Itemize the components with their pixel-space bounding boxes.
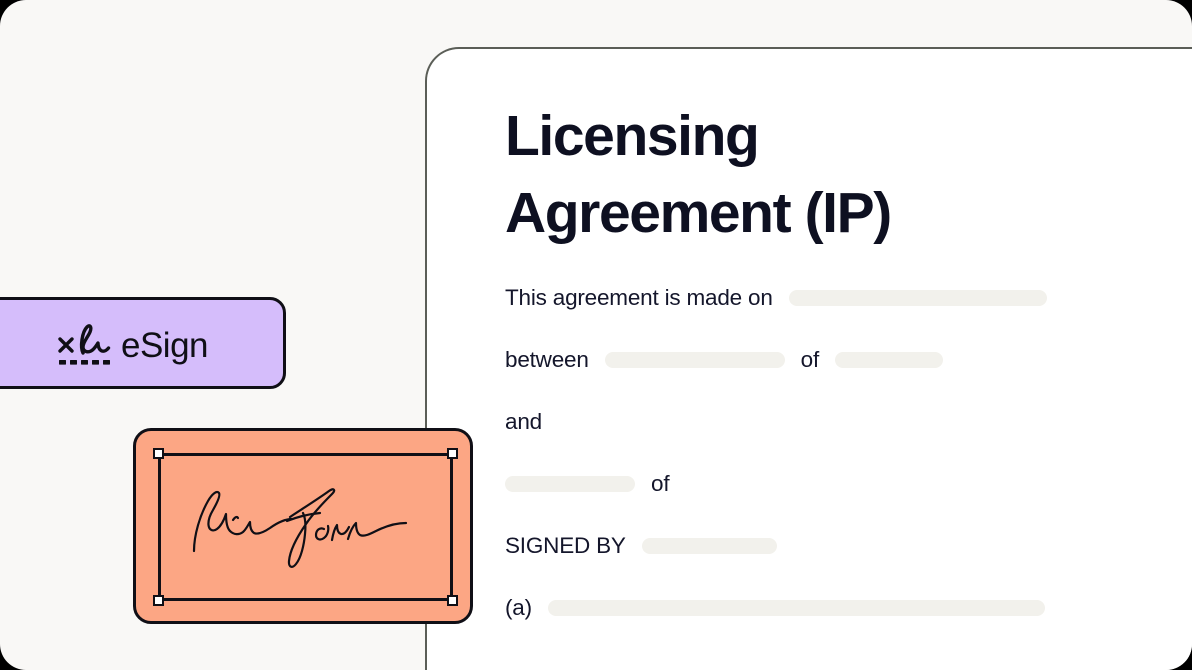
selection-edge-right [450, 453, 453, 601]
document-text-between-2: of [800, 347, 820, 372]
document-text-clause-a-0: (a) [505, 595, 532, 620]
document-field-blank-made-on-1[interactable] [788, 290, 1047, 306]
esign-button[interactable]: eSign [0, 297, 286, 389]
document-text-signed-by-0: SIGNED BY [505, 533, 626, 558]
document-field-blank-party-two-0[interactable] [505, 476, 635, 492]
document-title: Licensing Agreement (IP) [505, 104, 892, 245]
document-panel: Licensing Agreement (IP) This agreement … [425, 47, 1192, 670]
document-field-blank-between-3[interactable] [835, 352, 944, 368]
selection-edge-top [158, 453, 453, 456]
esign-button-label: eSign [121, 326, 209, 365]
document-row-signed-by: SIGNED BY [505, 533, 1145, 559]
document-text-and-0: and [505, 409, 542, 434]
selection-edge-left [158, 453, 161, 601]
resize-handle-bottom-left[interactable] [153, 595, 164, 606]
document-field-blank-signed-by-1[interactable] [641, 538, 777, 554]
resize-handle-bottom-right[interactable] [447, 595, 458, 606]
document-field-blank-clause-a-1[interactable] [547, 600, 1045, 616]
signature-card[interactable] [133, 428, 473, 624]
selection-edge-bottom [158, 598, 453, 601]
signature-selection-box[interactable] [153, 448, 458, 606]
resize-handle-top-left[interactable] [153, 448, 164, 459]
document-row-between: between of [505, 347, 1145, 373]
document-text-between-0: between [505, 347, 589, 372]
resize-handle-top-right[interactable] [447, 448, 458, 459]
document-row-made-on: This agreement is made on [505, 285, 1145, 311]
document-row-and: and [505, 409, 1145, 435]
document-field-blank-between-1[interactable] [604, 352, 785, 368]
signature-icon [57, 320, 111, 370]
document-text-party-two-1: of [651, 471, 670, 496]
document-text-made-on-0: This agreement is made on [505, 285, 773, 310]
document-row-party-two: of [505, 471, 1145, 497]
document-row-clause-a: (a) [505, 595, 1145, 621]
